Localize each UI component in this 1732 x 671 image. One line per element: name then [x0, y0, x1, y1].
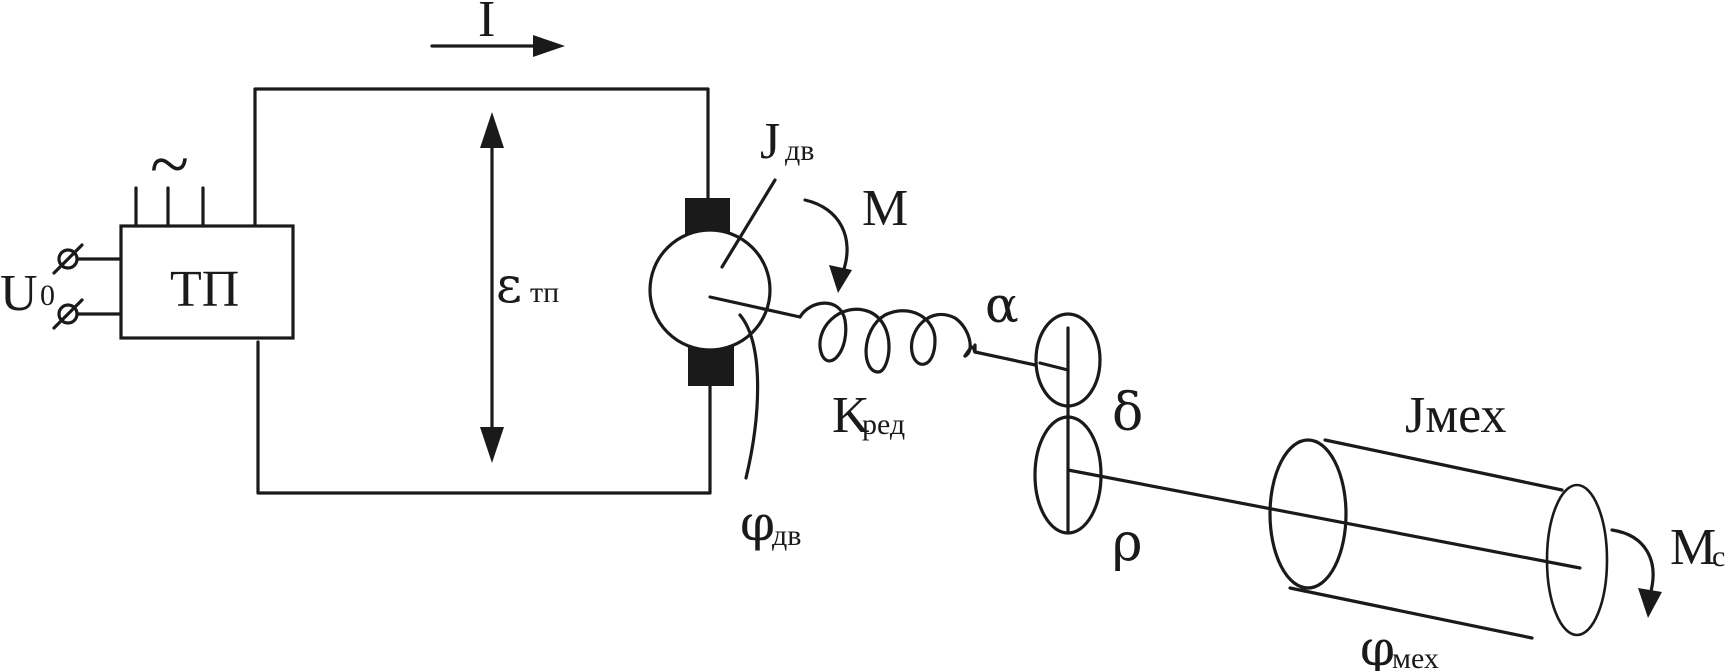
input-voltage-subscript: 0 [40, 279, 55, 312]
thyristor-converter [119, 186, 295, 340]
mechanism-cylinder [1268, 438, 1609, 640]
angle-alpha-label: α [985, 276, 1019, 334]
load-torque-arrow [1610, 528, 1662, 618]
output-shaft [1066, 468, 1582, 570]
spring-out-shaft [973, 350, 1042, 368]
emf-subscript: тп [530, 276, 559, 309]
mech-angle-subscript: мех [1392, 642, 1439, 671]
input-voltage-symbol: U [0, 265, 38, 322]
gear-ratio-subscript: ред [862, 408, 905, 441]
dc-motor [648, 178, 777, 386]
gear-pair [1033, 312, 1103, 535]
converter-label: ТП [170, 261, 239, 318]
motor-shaft [708, 295, 802, 319]
current-label: I [478, 0, 495, 48]
motor-torque-label: M [862, 180, 908, 237]
motor-inertia-symbol: J [760, 113, 780, 170]
motor-angle-curve [738, 313, 760, 480]
ac-symbol: ~ [150, 124, 189, 204]
load-torque-subscript: с [1712, 540, 1725, 573]
radius-label: ρ [1112, 513, 1143, 573]
motor-inertia-subscript: дв [785, 134, 814, 167]
mech-angle-symbol: φ [1360, 619, 1395, 671]
elastic-spring [798, 301, 972, 374]
motor-torque-arrow [803, 198, 852, 293]
motor-angle-subscript: дв [772, 519, 801, 552]
emf-arrow [480, 112, 504, 463]
backlash-label: δ [1112, 383, 1143, 443]
motor-angle-symbol: φ [740, 494, 775, 552]
emf-symbol: ε [496, 256, 522, 314]
load-torque-symbol: M [1670, 519, 1716, 576]
mech-inertia-label: Jмех [1405, 387, 1507, 444]
current-arrow [430, 35, 565, 57]
input-terminals [52, 243, 123, 330]
armature-circuit [253, 87, 712, 495]
gear-ratio-symbol: K [832, 387, 870, 444]
